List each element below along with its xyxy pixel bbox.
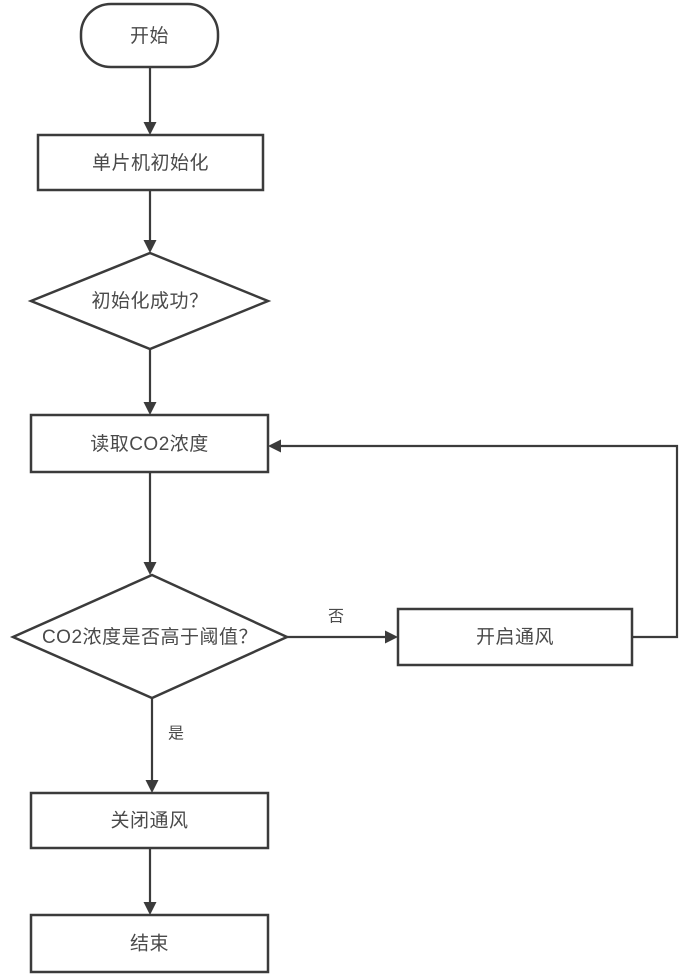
node-init-label: 单片机初始化 [92, 152, 209, 174]
node-init-check-label: 初始化成功？ [91, 290, 208, 312]
arrowhead-down-icon [143, 240, 157, 253]
edge-label-no: 否 [328, 609, 344, 626]
node-init: 单片机初始化 [36, 133, 265, 192]
node-start-label: 开始 [130, 25, 169, 47]
node-start: 开始 [79, 2, 220, 69]
arrowhead-down-icon [145, 780, 159, 793]
node-end-label: 结束 [130, 933, 169, 955]
edge-initcheck-readco2 [143, 349, 157, 415]
node-co2-check-label: CO2浓度是否高于阈值？ [42, 626, 258, 648]
edge-closevent-end [143, 848, 157, 915]
arrowhead-right-icon [385, 630, 398, 644]
node-close-vent: 关闭通风 [29, 791, 270, 850]
arrowhead-left-icon [268, 439, 281, 453]
edge-readco2-co2check [143, 472, 157, 575]
arrowhead-down-icon [143, 562, 157, 575]
node-read-co2-label: 读取CO2浓度 [90, 433, 209, 455]
edge-init-initcheck [143, 190, 157, 253]
edge-start-init [143, 67, 157, 135]
node-co2-check: CO2浓度是否高于阈值？ [9, 573, 291, 700]
edge-co2check-closevent: 是 [145, 698, 184, 793]
arrowhead-down-icon [143, 122, 157, 135]
node-end: 结束 [29, 913, 270, 974]
node-init-check: 初始化成功？ [27, 251, 272, 351]
edge-openvent-readco2 [268, 439, 679, 639]
node-read-co2: 读取CO2浓度 [29, 413, 270, 474]
arrowhead-down-icon [143, 402, 157, 415]
arrowhead-down-icon [143, 902, 157, 915]
node-close-vent-label: 关闭通风 [110, 810, 188, 832]
node-open-vent-label: 开启通风 [476, 626, 554, 648]
edge-label-yes: 是 [168, 726, 184, 743]
edge-co2check-openvent: 否 [287, 609, 398, 644]
node-open-vent: 开启通风 [396, 607, 634, 667]
